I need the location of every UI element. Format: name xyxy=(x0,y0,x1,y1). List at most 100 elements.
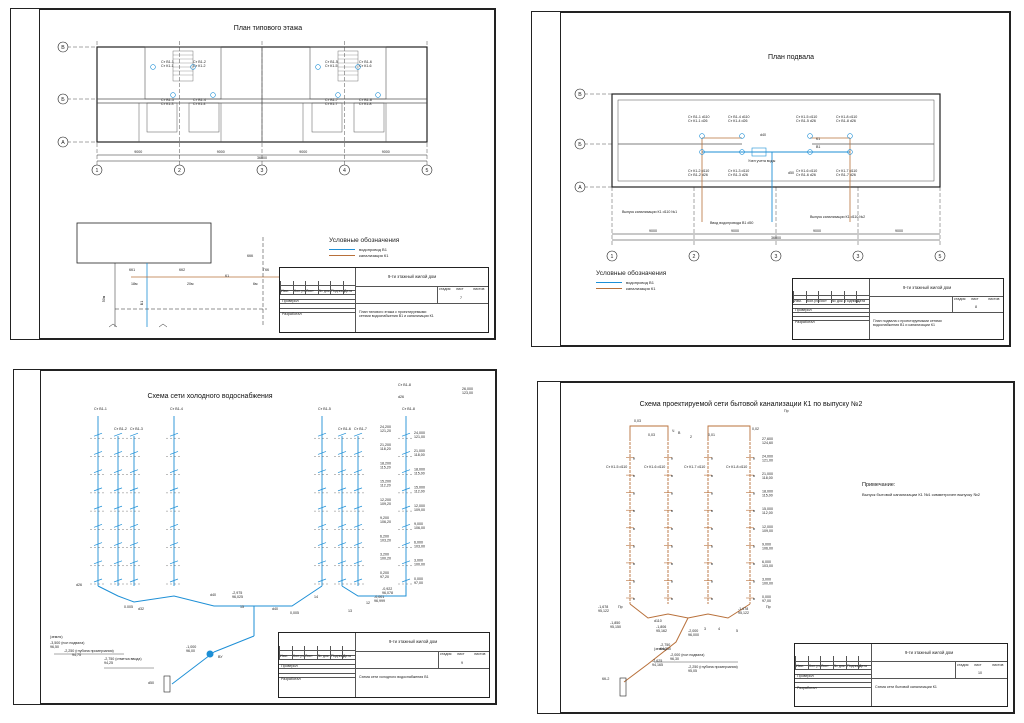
pipe-label: Пр xyxy=(766,605,771,609)
legend-sewer-label: канализация К1 xyxy=(359,253,389,258)
tb-row-line xyxy=(793,308,869,309)
riser-name: Ст В1-5 xyxy=(318,407,331,411)
tb-row-line xyxy=(280,312,355,313)
pipe-label: d40 xyxy=(272,607,278,611)
pipe-label: d110 xyxy=(654,619,662,623)
wall-penetration xyxy=(163,675,171,693)
tb-divider xyxy=(869,279,870,339)
tb-row-line xyxy=(355,303,488,304)
tb-row-line xyxy=(793,312,869,313)
legend-water-row: водопровод В1 xyxy=(329,247,399,252)
tb-row-line xyxy=(279,677,355,678)
pipe-label: 0,03 xyxy=(634,419,641,423)
grid-number-5-label: 5 xyxy=(426,168,429,174)
legend-title: Условные обозначения xyxy=(596,270,667,277)
elevation-mark: 121,20 xyxy=(380,429,391,433)
pipe-label: 26,000 xyxy=(462,387,473,391)
pipe-label: d26 xyxy=(398,395,404,399)
riser-branch xyxy=(317,560,327,565)
pipe-label: В xyxy=(678,431,681,435)
tb-col-line xyxy=(293,281,294,294)
tb-stage-head: листов xyxy=(473,287,485,291)
pipe-label: Пр xyxy=(618,605,623,609)
pipe-label: -1,000 xyxy=(186,645,196,649)
tb-row-line xyxy=(795,687,871,688)
vent-mark: в xyxy=(633,562,635,566)
ground-note: 96,50 xyxy=(50,645,59,649)
vent-mark: в xyxy=(753,597,755,601)
water-meter-node xyxy=(751,147,767,157)
tb-col-line xyxy=(292,646,293,659)
basement-inner-outline xyxy=(617,99,935,182)
dimension-total: 36000 xyxy=(771,236,781,240)
tb-row-line xyxy=(795,669,871,670)
ground-note: d50 xyxy=(148,681,154,685)
vent-mark: в xyxy=(753,527,755,531)
site-label: ККК xyxy=(247,254,254,258)
tb-row-line xyxy=(355,286,488,287)
pipe-label: ВУ xyxy=(218,655,223,659)
elevation-mark: 115,00 xyxy=(762,494,773,498)
elevation-mark: 18,000 xyxy=(414,467,425,471)
grid-number-3-label: 3 xyxy=(775,254,778,260)
tb-col-head: Подпись xyxy=(331,654,346,658)
riser-branch xyxy=(317,505,327,510)
pipe-label: 96,00 xyxy=(186,649,195,653)
elevation-mark: 9,000 xyxy=(762,542,771,546)
tb-col-line xyxy=(305,281,306,294)
riser-branch xyxy=(169,560,179,565)
ground-note: -2,250 (глубина промерзания) xyxy=(688,665,738,669)
grid-letter-Б xyxy=(57,93,69,105)
riser-label: Ст В1-5 d26 xyxy=(796,119,816,123)
tb-stage-value: 9 xyxy=(461,661,463,665)
riser-branch xyxy=(353,432,363,437)
water-inlet-pipe xyxy=(171,651,215,685)
vent-mark: в xyxy=(711,562,713,566)
tb-col-head: Лист xyxy=(305,654,313,658)
pipe-label: -1,678 xyxy=(598,605,608,609)
dimension-label: 9000 xyxy=(895,229,903,233)
vent-mark: в xyxy=(671,509,673,513)
ground-note: -2,000 (пол подвала) xyxy=(670,653,704,657)
tb-col-head: № док. xyxy=(319,289,331,293)
riser-label: Ст В1-8 xyxy=(359,98,372,102)
grid-number-1-label: 1 xyxy=(611,254,614,260)
tb-divider xyxy=(871,644,872,706)
tb-stage-value: 10 xyxy=(978,671,982,675)
tb-col-head: Кол.уч. xyxy=(294,289,306,293)
riser-branch xyxy=(129,505,139,510)
vent-mark: в xyxy=(711,544,713,548)
tb-col-head: Кол.уч. xyxy=(293,654,305,658)
site-label: 20м xyxy=(187,282,194,286)
tb-row-label: Разработал xyxy=(282,312,302,316)
riser-branch xyxy=(337,578,347,583)
dimension-label: 9000 xyxy=(813,229,821,233)
riser-symbol xyxy=(807,133,813,139)
vent-mark: в xyxy=(633,597,635,601)
elevation-mark: 18,200 xyxy=(380,461,391,465)
riser-branch xyxy=(93,560,103,565)
elevation-mark: 109,00 xyxy=(762,529,773,533)
tb-row-line xyxy=(280,303,355,304)
tb-col-line xyxy=(808,656,809,669)
elevation-mark: 0,000 xyxy=(414,577,423,581)
riser-label: Ст В1-2 xyxy=(193,60,206,64)
elevation-mark: 103,20 xyxy=(380,538,391,542)
riser-name: Ст В1-2 xyxy=(114,427,127,431)
outlet-callout: Выпуск канализации К1 d110 №1 xyxy=(622,210,677,214)
riser-label: Ст К1-4 xyxy=(193,102,206,106)
vent-mark: в xyxy=(753,562,755,566)
pipe-label: 4 xyxy=(718,627,720,631)
riser-branch xyxy=(93,451,103,455)
tb-sheet-name: Схема сети холодного водоснабжения В1 xyxy=(359,675,429,679)
pipe-label: 96,025 xyxy=(232,595,243,599)
tb-divider xyxy=(355,633,356,697)
riser-branch xyxy=(93,578,103,583)
vent-mark: в xyxy=(753,457,755,461)
pipe-label: -2,625 xyxy=(652,659,662,663)
grid-number-4 xyxy=(339,164,350,176)
elevation-mark: 115,20 xyxy=(380,465,391,469)
ground-note: -2,750 (отметка ввода) xyxy=(104,657,142,661)
